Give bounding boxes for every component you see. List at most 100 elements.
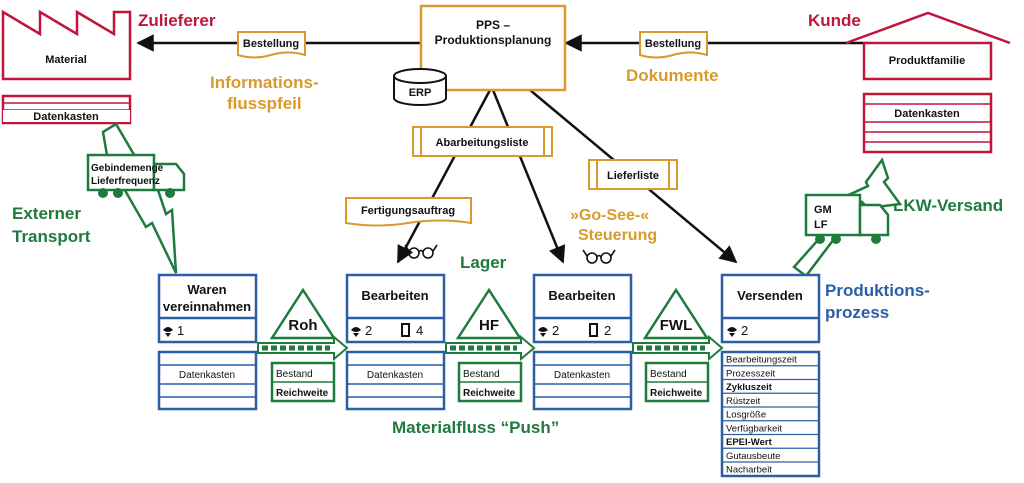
customer-house: Produktfamilie (845, 11, 1011, 81)
shipping-data-row: EPEI-Wert (726, 437, 773, 448)
delivery-list-label: Lieferliste (607, 170, 659, 182)
delivery-list-document: Lieferliste (588, 159, 678, 190)
process-title-line1: Bearbeiten (548, 288, 615, 303)
workpiece-icon (589, 323, 598, 337)
shipping-data-row: Bearbeitungszeit (726, 355, 797, 366)
datakasten-label: Datenkasten (554, 370, 610, 381)
supplier-label: Material (45, 54, 87, 66)
inventory-triangle-fwl: FWL (642, 287, 710, 340)
process-datakasten-3: Datenkasten (532, 350, 633, 411)
process-title-line1: Versenden (737, 288, 803, 303)
shipping-data-row: Nacharbeit (726, 465, 772, 476)
production-order-document: Fertigungsauftrag (345, 197, 472, 227)
inventory-data-box-hf: Bestand Reichweite (457, 361, 523, 403)
shipping-data-row: Rüstzeit (726, 396, 761, 407)
production-process-line1: Produktions- (825, 281, 930, 300)
operator-icon (727, 327, 737, 337)
order-document-left: Bestellung (237, 31, 306, 59)
outbound-truck-line2: LF (814, 219, 828, 231)
inbound-truck-icon: Gebindemenge Lieferfrequenz (86, 153, 186, 198)
outbound-truck-icon: GM LF (804, 193, 890, 244)
customer-datakasten-label: Datenkasten (894, 108, 960, 120)
shipping-data-row: Gutausbeute (726, 451, 780, 462)
inventory-label: Roh (288, 317, 317, 334)
inventory-label: FWL (660, 317, 692, 334)
info-arrow-pps-to-process1 (396, 89, 492, 264)
work-list-label: Abarbeitungsliste (436, 137, 529, 149)
inventory-label: HF (479, 317, 499, 334)
operator-icon (163, 327, 173, 337)
inventory-stock-label: Bestand (276, 369, 313, 380)
inventory-range-label: Reichweite (276, 388, 329, 399)
supplier-heading: Zulieferer (138, 11, 216, 30)
inventory-data-box-raw: Bestand Reichweite (270, 361, 336, 403)
workpiece-count: 4 (416, 323, 423, 338)
operator-icon (538, 327, 548, 337)
operator-count: 2 (552, 323, 559, 338)
pps-title-line1: PPS – (476, 18, 510, 32)
process-box-processing-2: Bearbeiten 2 2 (532, 273, 633, 344)
push-arrow (445, 334, 536, 362)
datakasten-label: Datenkasten (367, 370, 423, 381)
inventory-triangle-hf: HF (455, 287, 523, 340)
customer-heading: Kunde (808, 11, 861, 30)
inventory-triangle-raw: Roh (269, 287, 337, 340)
operator-count: 2 (365, 323, 372, 338)
workpiece-count: 2 (604, 323, 611, 338)
inbound-push-arrow (101, 122, 178, 274)
go-see-annotation-line1: »Go-See-« (570, 207, 649, 224)
datakasten-label: Datenkasten (179, 370, 235, 381)
shipping-data-row: Zykluszeit (726, 382, 773, 393)
workpiece-icon (401, 323, 410, 337)
documents-annotation: Dokumente (626, 66, 719, 85)
process-box-shipping: Versenden 2 (720, 273, 821, 344)
process-box-receive-goods: Waren vereinnahmen 1 (157, 273, 258, 344)
info-arrow-pps-to-process2 (491, 89, 566, 264)
inbound-truck-line1: Gebindemenge (91, 163, 164, 174)
shipping-data-row: Prozesszeit (726, 368, 775, 379)
inventory-stock-label: Bestand (463, 369, 500, 380)
supplier-factory: Material (1, 9, 132, 81)
glasses-icon (582, 249, 616, 264)
inventory-range-label: Reichweite (463, 388, 516, 399)
push-arrow (257, 334, 349, 362)
process-title-line1: Waren (187, 282, 226, 297)
customer-datakasten: Datenkasten (862, 92, 993, 154)
work-list-document: Abarbeitungsliste (412, 126, 553, 157)
process-datakasten-1: Datenkasten (157, 350, 258, 411)
inbound-truck-line2: Lieferfrequenz (91, 176, 160, 187)
inventory-range-label: Reichweite (650, 388, 703, 399)
material-flow-annotation: Materialfluss “Push” (392, 418, 559, 437)
inventory-stock-label: Bestand (650, 369, 687, 380)
production-order-label: Fertigungsauftrag (361, 205, 455, 217)
push-arrow (632, 334, 724, 362)
operator-icon (351, 327, 361, 337)
glasses-icon (404, 244, 438, 259)
go-see-annotation-line2: Steuerung (578, 227, 657, 244)
operator-count: 2 (741, 323, 748, 338)
supplier-datakasten-label: Datenkasten (33, 111, 99, 123)
operator-count: 1 (177, 323, 184, 338)
order-document-right: Bestellung (639, 31, 708, 59)
erp-database-icon: ERP (393, 68, 447, 106)
external-transport-line2: Transport (12, 227, 91, 246)
info-arrow-annotation-line1: Informations- (210, 73, 319, 92)
truck-shipping-annotation: LKW-Versand (893, 196, 1003, 215)
storage-annotation: Lager (460, 253, 507, 272)
shipping-data-row: Verfügbarkeit (726, 423, 782, 434)
production-process-line2: prozess (825, 303, 889, 322)
process-datakasten-2: Datenkasten (345, 350, 446, 411)
outbound-truck-line1: GM (814, 204, 832, 216)
pps-title-line2: Produktionsplanung (435, 33, 552, 47)
customer-label: Produktfamilie (889, 55, 965, 67)
external-transport-line1: Externer (12, 204, 81, 223)
order-document-left-label: Bestellung (243, 38, 299, 50)
shipping-data-row: Losgröße (726, 410, 766, 421)
erp-label: ERP (409, 87, 432, 99)
supplier-datakasten: Datenkasten (1, 94, 132, 125)
process-title-line1: Bearbeiten (361, 288, 428, 303)
shipping-data-list: BearbeitungszeitProzesszeitZykluszeitRüs… (720, 350, 821, 478)
process-title-line2: vereinnahmen (163, 299, 251, 314)
inventory-data-box-fwl: Bestand Reichweite (644, 361, 710, 403)
process-box-processing-1: Bearbeiten 2 4 (345, 273, 446, 344)
